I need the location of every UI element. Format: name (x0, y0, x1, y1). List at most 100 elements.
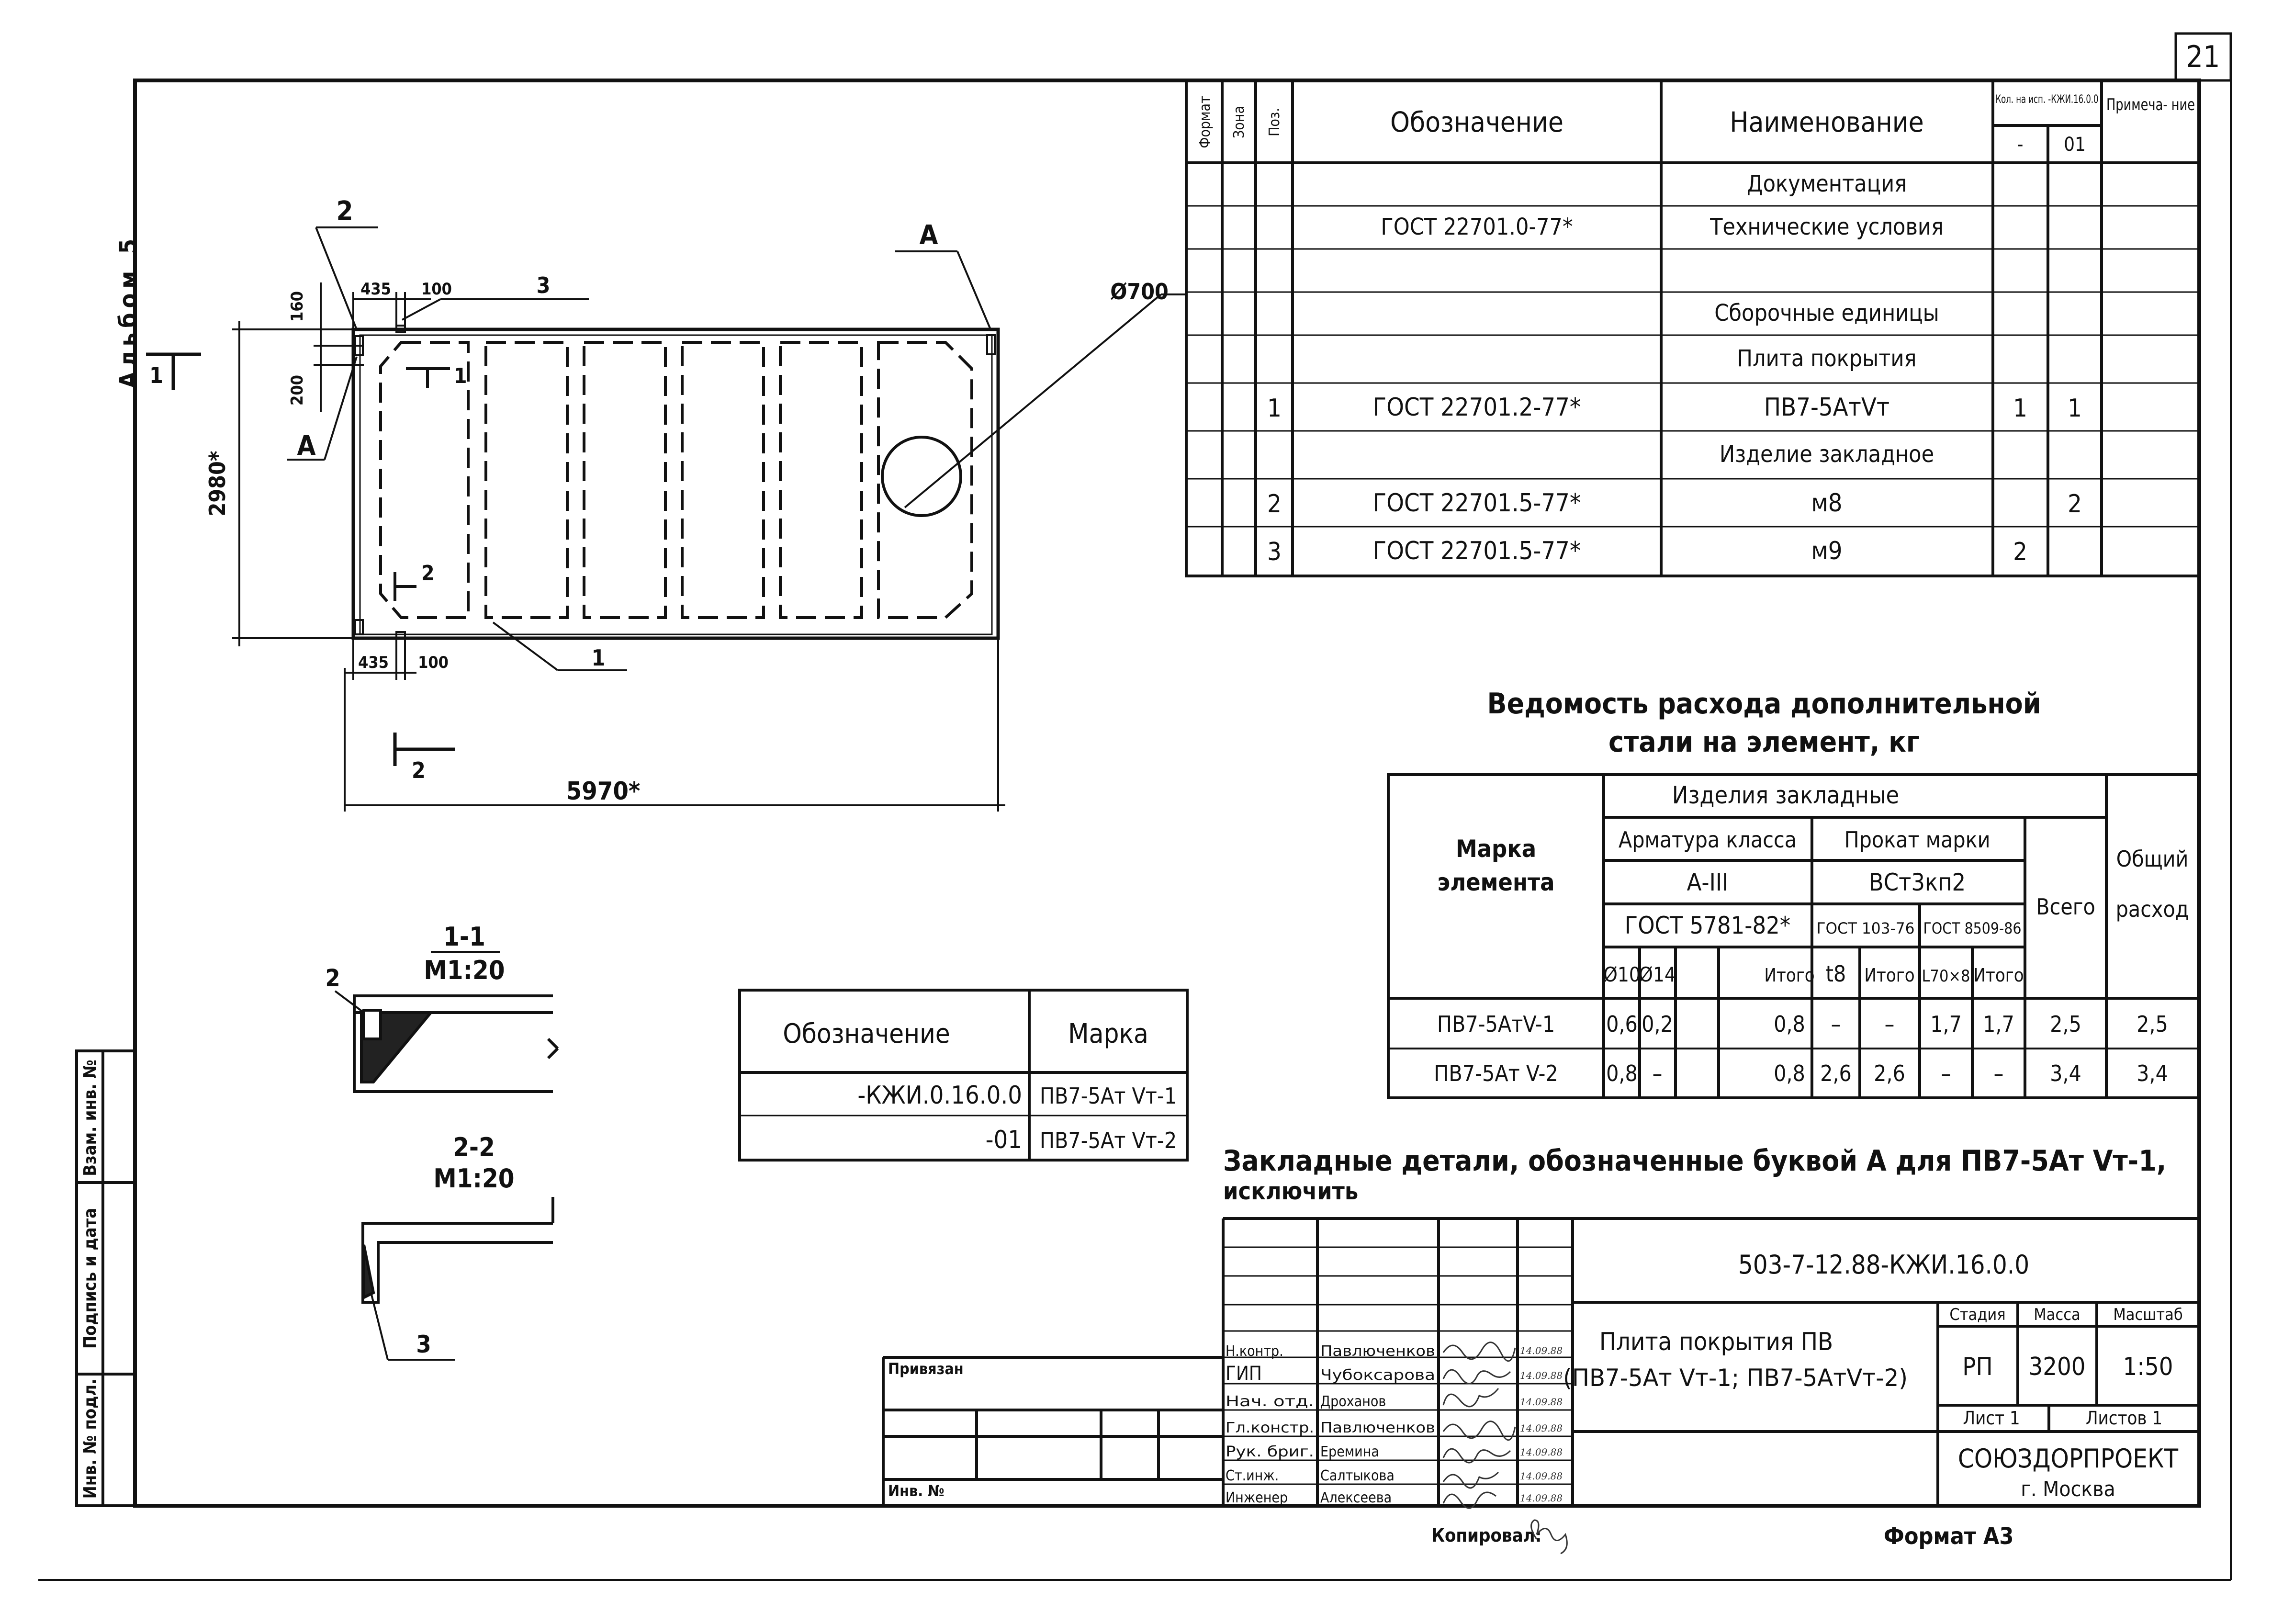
leader-A-left-label: А (297, 430, 316, 462)
marks-row-1-mark: ПВ7-5Ат Vт-1 (1040, 1083, 1177, 1109)
section-1-leader: 2 (325, 964, 340, 992)
steel-row-1-v5: – (1885, 1011, 1895, 1037)
sig-date-7: 14.09.88 (1520, 1492, 1563, 1504)
steel-row-1-v4: – (1831, 1011, 1841, 1037)
steel-row-1-v6: 1,7 (1930, 1011, 1962, 1037)
spec-row-6-designation: ГОСТ 22701.2-77* (1373, 393, 1581, 422)
leader-A-top-label: А (920, 220, 938, 251)
steel-title-line2: стали на элемент, кг (1608, 725, 1920, 759)
steel-sub-itogo-1: Итого (1764, 965, 1814, 986)
album-label: Альбом 5 (114, 234, 142, 388)
note-line-2: исключить (1223, 1177, 1358, 1205)
steel-sub-d10: Ø10 (1603, 963, 1641, 986)
sig-role-2: ГИП (1226, 1363, 1262, 1385)
steel-row-2-v9: 3,4 (2137, 1060, 2168, 1086)
spec-row-9-designation: ГОСТ 22701.5-77* (1373, 537, 1581, 565)
tb-stage: РП (1962, 1353, 1992, 1381)
section-1-drawing (334, 990, 559, 1093)
section-1-title: 1-1 (443, 922, 485, 952)
section-marker-1-outer: 1 (149, 362, 163, 388)
steel-h-rolled-grade: ВСт3кп2 (1869, 868, 1966, 896)
sig-name-2: Чубоксарова (1320, 1367, 1435, 1384)
header-format: Формат (1197, 96, 1214, 148)
steel-subheaders: Ø10 Ø14 Итого t8 Итого L70×8 Итого (1603, 961, 2024, 987)
spec-table-grid (1185, 79, 2201, 577)
marks-table-grid (738, 989, 1189, 1162)
steel-h-items: Изделия закладные (1672, 781, 1899, 809)
sig-date-6: 14.09.88 (1520, 1470, 1563, 1482)
marks-header-designation: Обозначение (783, 1018, 950, 1049)
header-name: Наименование (1730, 106, 1924, 138)
spec-row-9-name: м9 (1811, 537, 1842, 565)
header-pos: Поз. (1266, 108, 1283, 136)
sig-name-3: Дроханов (1320, 1393, 1386, 1410)
leader-3-label: 3 (537, 272, 551, 298)
dim-5970: 5970* (566, 777, 641, 806)
steel-row-1-v7: 1,7 (1983, 1011, 2014, 1037)
tb-scale-label: Масштаб (2113, 1305, 2182, 1324)
spec-row-6-q1: 1 (2013, 394, 2027, 423)
stamp-podpis: Подпись и дата (80, 1208, 100, 1349)
sig-date-3: 14.09.88 (1520, 1396, 1563, 1408)
sig-role-1: Н.контр. (1226, 1343, 1283, 1360)
footer-format: Формат А3 (1884, 1523, 2013, 1550)
dim-100-bottom: 100 (418, 653, 449, 672)
steel-row-2-mark: ПВ7-5Ат V-2 (1434, 1060, 1558, 1086)
steel-row-2-v7: – (1994, 1060, 2004, 1086)
spec-row-8-q2: 2 (2068, 490, 2082, 519)
steel-row-1-v1: 0,2 (1642, 1011, 1673, 1037)
spec-row-7-name: Изделие закладное (1720, 441, 1934, 468)
copier-signature (1530, 1519, 1568, 1555)
steel-row-2-v6: – (1941, 1060, 1951, 1086)
steel-row-2-v4: 2,6 (1820, 1060, 1852, 1086)
header-note: Примеча- ние (2106, 95, 2195, 114)
steel-h-rebar: Арматура класса (1619, 827, 1797, 853)
steel-sub-l70: L70×8 (1922, 967, 1970, 986)
leader-2-label: 2 (336, 196, 353, 227)
tb-org-line1: СОЮЗДОРПРОЕКТ (1958, 1444, 2178, 1474)
header-qty-col-1: - (2017, 134, 2024, 156)
spec-row-4-name: Сборочные единицы (1714, 300, 1939, 327)
tb-stage-label: Стадия (1949, 1305, 2005, 1324)
tb-title-line2: (ПВ7-5Ат Vт-1; ПВ7-5АтVт-2) (1563, 1364, 1908, 1392)
sig-name-5: Еремина (1320, 1444, 1379, 1460)
stamp-vzam: Взам. инв. № (80, 1060, 100, 1176)
steel-h-rolled: Прокат марки (1844, 827, 1990, 853)
spec-row-2-name: Технические условия (1709, 214, 1944, 240)
spec-row-9-pos: 3 (1267, 538, 1282, 566)
dim-100-top: 100 (421, 280, 452, 299)
title-block-grid (882, 1217, 2199, 1506)
steel-h-common-1: Общий (2116, 846, 2189, 872)
steel-sub-t8: t8 (1826, 961, 1846, 987)
leader-1-label: 1 (592, 645, 606, 671)
section-2-leader: 3 (416, 1331, 431, 1358)
dim-435-top: 435 (360, 280, 391, 299)
sig-role-4: Гл.констр. (1226, 1420, 1314, 1436)
dim-435-bottom: 435 (358, 653, 389, 672)
spec-table-rows: Документация ГОСТ 22701.0-77* Технически… (1267, 170, 2082, 566)
dim-2980: 2980* (204, 451, 230, 517)
steel-row-1-v0: 0,6 (1606, 1011, 1638, 1037)
sig-date-1: 14.09.88 (1520, 1345, 1563, 1356)
plan-dimensions (146, 282, 1005, 812)
marks-row-2-designation: -01 (986, 1126, 1022, 1154)
sig-date-2: 14.09.88 (1520, 1370, 1563, 1381)
steel-row-2-v8: 3,4 (2050, 1060, 2081, 1086)
sig-name-4: Павлюченков (1320, 1420, 1435, 1436)
tb-title-line1: Плита покрытия ПВ (1599, 1328, 1833, 1356)
steel-row-2-v5: 2,6 (1874, 1060, 1905, 1086)
sig-name-6: Салтыкова (1320, 1467, 1395, 1484)
steel-row-1: ПВ7-5АтV-1 0,6 0,2 0,8 – – 1,7 1,7 2,5 2… (1437, 1011, 2168, 1037)
steel-h-common-2: расход (2116, 896, 2189, 922)
header-designation: Обозначение (1390, 106, 1563, 138)
steel-h-mark-2: элемента (1438, 868, 1555, 896)
spec-row-9-q1: 2 (2013, 538, 2027, 566)
steel-row-2-v0: 0,8 (1606, 1060, 1638, 1086)
spec-row-6-name: ПВ7-5АтVт (1764, 393, 1889, 422)
steel-row-2-v3: 0,8 (1774, 1060, 1805, 1086)
steel-row-1-v9: 2,5 (2137, 1011, 2168, 1037)
spec-row-6-pos: 1 (1267, 394, 1282, 423)
sig-date-5: 14.09.88 (1520, 1446, 1563, 1458)
tb-org-line2: г. Москва (2021, 1477, 2115, 1501)
